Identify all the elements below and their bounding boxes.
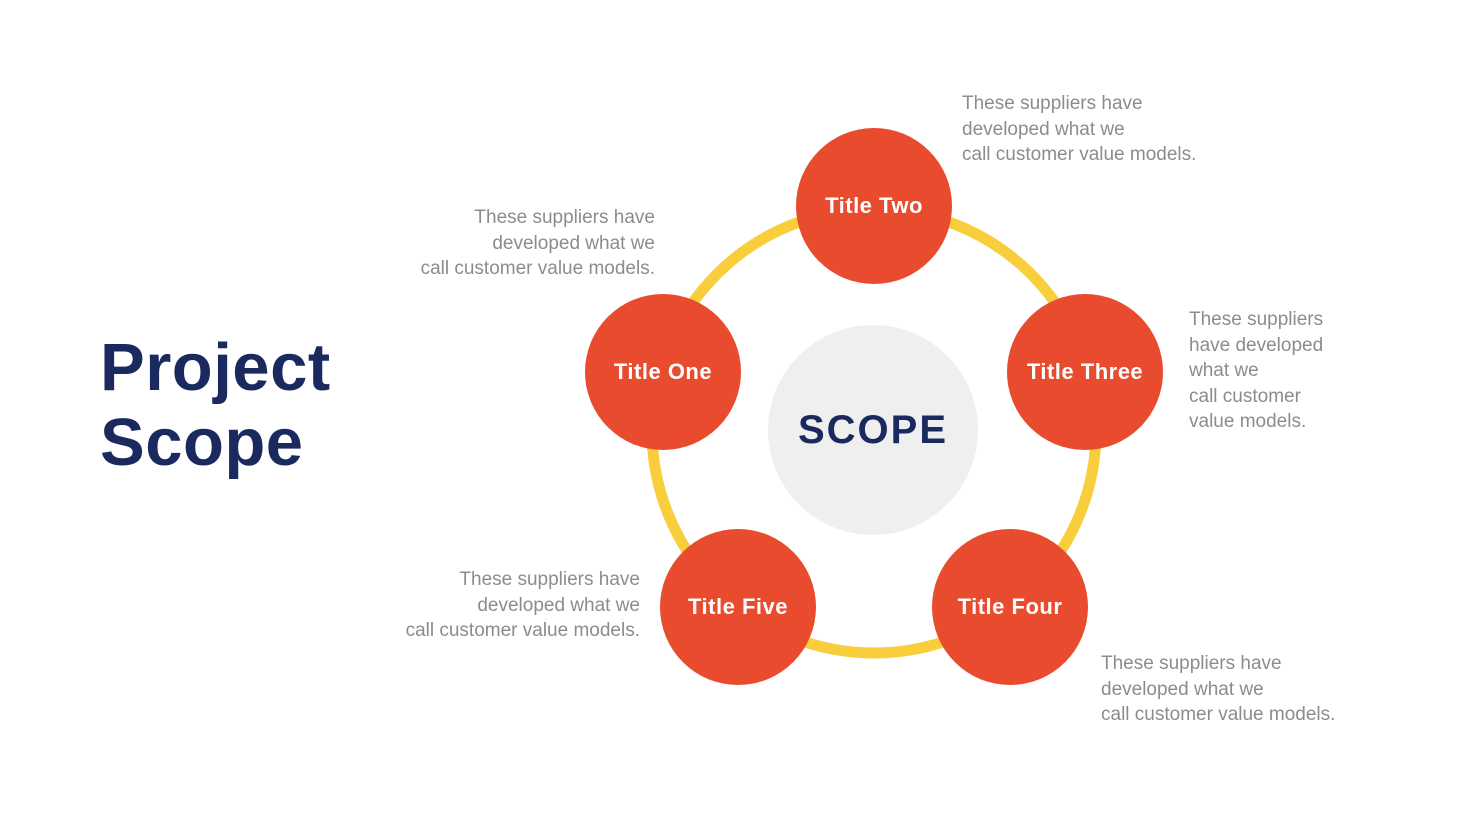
node-circle-title-three: Title Three [1007, 294, 1163, 450]
node-circle-title-four: Title Four [932, 529, 1088, 685]
center-label: SCOPE [797, 407, 949, 452]
node-circle-title-one: Title One [585, 294, 741, 450]
node-label-title-two: Title Two [825, 193, 923, 218]
node-label-title-one: Title One [613, 359, 713, 384]
node-description-title-one: These suppliers have developed what we c… [420, 207, 655, 279]
node-description-title-five: These suppliers have developed what we c… [405, 569, 640, 641]
node-circle-title-five: Title Five [660, 529, 816, 685]
node-description-title-four: These suppliers have developed what we c… [1101, 653, 1336, 725]
node-description-title-three: These suppliers have developed what we c… [1189, 309, 1324, 432]
node-description-title-two: These suppliers have developed what we c… [962, 93, 1197, 165]
node-label-title-four: Title Four [957, 594, 1063, 619]
page-title: Project Scope [100, 330, 331, 481]
node-circle-title-two: Title Two [796, 128, 952, 284]
center-circle: SCOPE [768, 325, 978, 535]
node-label-title-three: Title Three [1026, 359, 1144, 384]
node-label-title-five: Title Five [688, 594, 788, 619]
